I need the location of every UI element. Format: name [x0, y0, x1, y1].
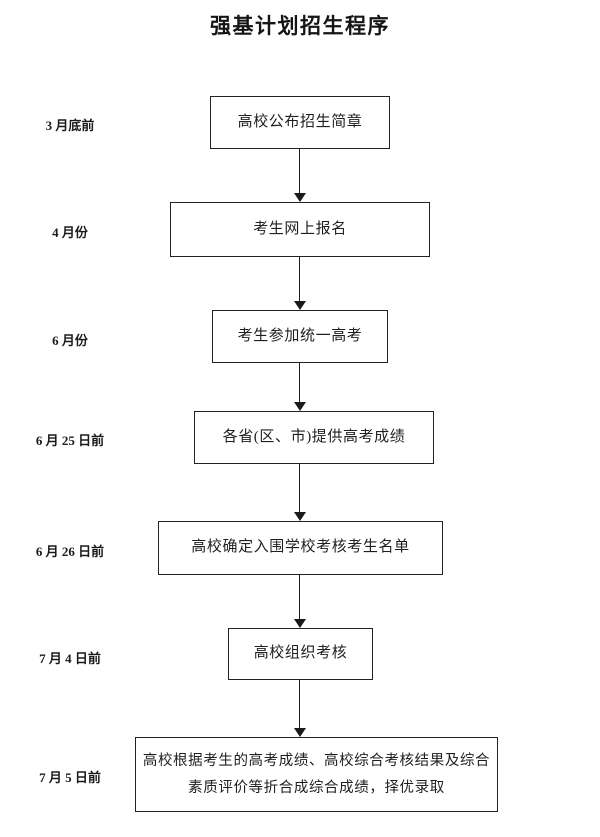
stage-label-5: 6 月 26 日前: [35, 544, 105, 559]
arrow-head-icon: [294, 193, 306, 202]
page-title: 强基计划招生程序: [210, 15, 390, 38]
arrow-head-icon: [294, 301, 306, 310]
stage-box-7: 高校根据考生的高考成绩、高校综合考核结果及综合素质评价等折合成综合成绩，择优录取: [135, 737, 498, 812]
stage-label-1: 3 月底前: [45, 118, 95, 133]
stage-label-3: 6 月份: [52, 333, 88, 348]
flow-arrow-4: [293, 464, 307, 521]
arrow-shaft: [299, 464, 301, 512]
stage-label-2: 4 月份: [52, 225, 88, 240]
flow-arrow-5: [293, 575, 307, 628]
arrow-head-icon: [294, 728, 306, 737]
arrow-shaft: [299, 680, 301, 728]
arrow-shaft: [299, 363, 301, 402]
stage-box-3: 考生参加统一高考: [212, 310, 388, 363]
arrow-shaft: [299, 575, 301, 619]
flow-arrow-6: [293, 680, 307, 737]
flow-arrow-1: [293, 149, 307, 202]
stage-box-5: 高校确定入围学校考核考生名单: [158, 521, 443, 575]
stage-box-1: 高校公布招生简章: [210, 96, 390, 149]
stage-label-4: 6 月 25 日前: [35, 433, 105, 448]
arrow-shaft: [299, 149, 301, 193]
flow-arrow-2: [293, 257, 307, 310]
stage-box-2: 考生网上报名: [170, 202, 430, 257]
stage-box-6: 高校组织考核: [228, 628, 373, 680]
stage-label-7: 7 月 5 日前: [39, 770, 101, 785]
stage-box-4: 各省(区、市)提供高考成绩: [194, 411, 434, 464]
arrow-head-icon: [294, 402, 306, 411]
flow-arrow-3: [293, 363, 307, 411]
arrow-head-icon: [294, 619, 306, 628]
stage-label-6: 7 月 4 日前: [39, 651, 101, 666]
arrow-shaft: [299, 257, 301, 301]
arrow-head-icon: [294, 512, 306, 521]
